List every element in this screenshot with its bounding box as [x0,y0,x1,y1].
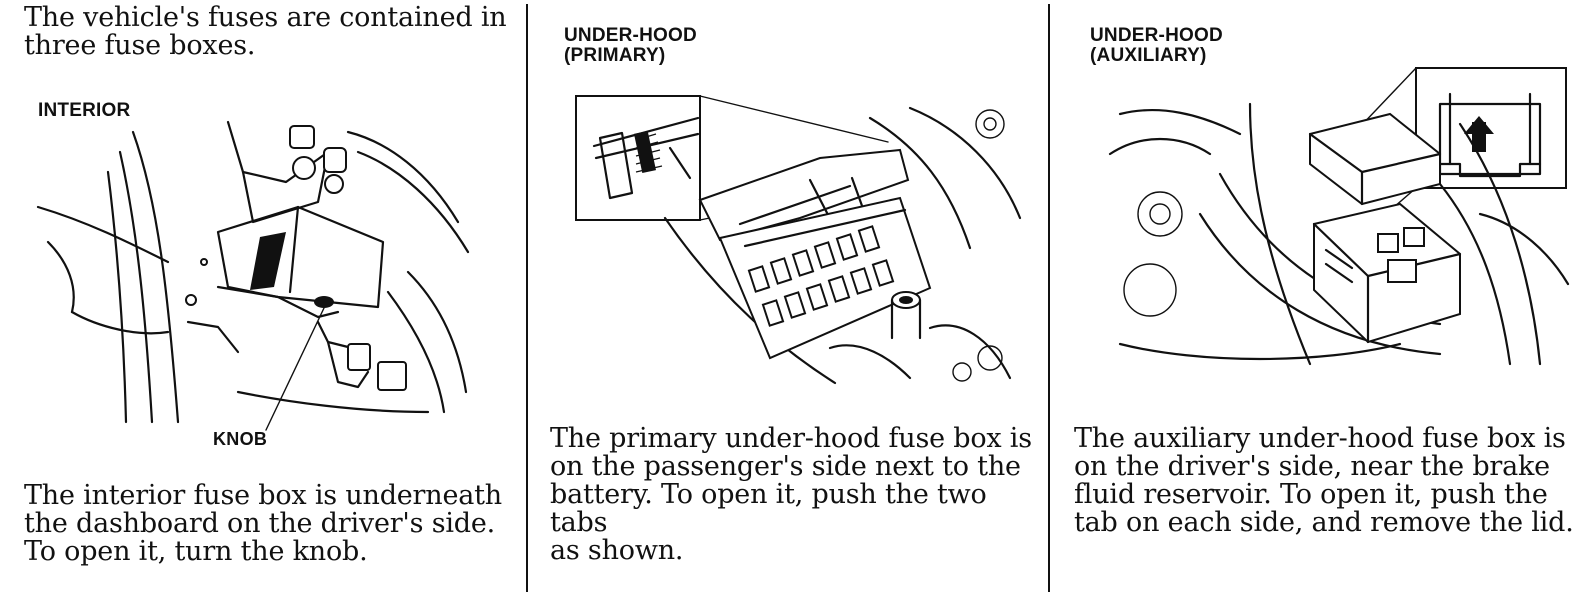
interior-description: The interior fuse box is underneath the … [24,480,502,567]
intro-text: The vehicle's fuses are contained in thr… [24,2,507,61]
primary-fuse-box-section: UNDER-HOOD (PRIMARY) [528,0,1044,592]
engine-bay-primary-diagram [575,95,1022,385]
primary-description: The primary under-hood fuse box is on th… [550,423,1032,566]
interior-dashboard-illustration [28,112,488,432]
interior-fuse-box-section: The vehicle's fuses are contained in thr… [0,0,524,592]
auxiliary-heading: UNDER-HOOD (AUXILIARY) [1090,25,1223,66]
primary-fuse-box-illustration [570,88,1030,388]
auxiliary-description: The auxiliary under-hood fuse box is on … [1074,423,1574,538]
interior-heading: INTERIOR [38,100,131,121]
primary-heading: UNDER-HOOD (PRIMARY) [564,25,697,66]
column-divider [526,4,528,592]
engine-bay-auxiliary-diagram [1108,67,1570,366]
fuse-block [747,225,895,327]
auxiliary-fuse-box-illustration [1100,64,1570,376]
knob-callout-label: KNOB [213,429,268,449]
auxiliary-fuse-box-section: UNDER-HOOD (AUXILIARY) [1052,0,1584,592]
column-divider-2 [1048,4,1050,592]
dashboard-diagram [36,120,470,431]
